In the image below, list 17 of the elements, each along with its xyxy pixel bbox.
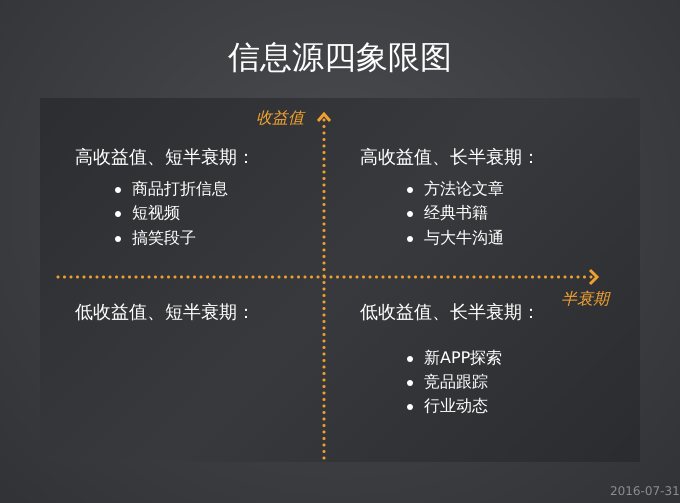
list-item: 搞笑段子 [132,228,196,248]
axis-label: 半衰期 [561,289,609,308]
list-item: 新APP探索 [424,348,502,368]
list-item: 行业动态 [424,396,488,416]
title: 信息源四象限图 [227,37,453,78]
quadrant-heading: 低收益值、长半衰期： [360,302,540,324]
list-item: 经典书籍 [424,203,488,222]
list-item: 方法论文章 [424,179,504,198]
quadrant-heading: 高收益值、短半衰期： [75,147,255,169]
list-item: 商品打折信息 [132,179,228,198]
list-item: 与大牛沟通 [424,228,504,248]
date-label: 2016-07-31 [610,484,680,498]
list-item: 短视频 [132,203,180,222]
list-item: 竞品跟踪 [424,372,488,392]
axis-label: 收益值 [256,108,304,128]
quadrant-heading: 高收益值、长半衰期： [360,147,540,169]
quadrant-heading: 低收益值、短半衰期： [75,302,255,324]
